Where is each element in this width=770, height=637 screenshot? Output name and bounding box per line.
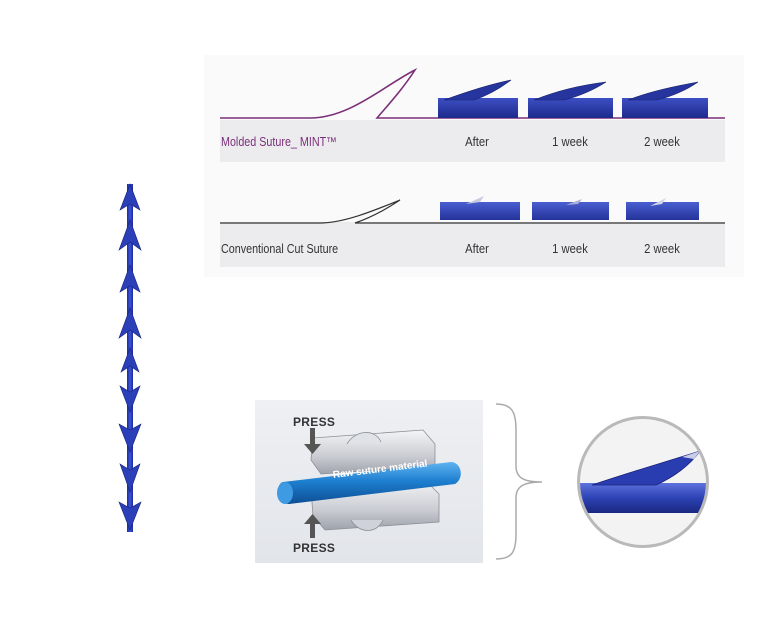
- molded-col-2-week: 2 week: [644, 135, 680, 149]
- conventional-suture-label: Conventional Cut Suture: [221, 242, 339, 256]
- press-arrow-top: [304, 428, 321, 454]
- press-label-bottom: PRESS: [293, 541, 336, 555]
- molded-col-after: After: [465, 135, 489, 149]
- molded-row-band: [220, 120, 725, 162]
- press-label-top: PRESS: [293, 415, 336, 429]
- conventional-col-2-week: 2 week: [644, 242, 680, 256]
- molded-barb-profile: [220, 67, 725, 119]
- conventional-col-1-week: 1 week: [552, 242, 588, 256]
- conventional-col-after: After: [465, 242, 489, 256]
- conventional-photo-1-week: [532, 199, 609, 220]
- molded-suture-label: Molded Suture_ MINT™: [221, 135, 337, 149]
- suture-barbs: [118, 183, 142, 531]
- magnified-barb-circle: [577, 416, 709, 548]
- barbed-suture-illustration: [118, 183, 142, 532]
- curly-brace: [495, 403, 543, 560]
- raw-suture-rod: [277, 462, 461, 504]
- molded-barb-photos: [438, 79, 708, 118]
- press-mold-illustration: [277, 428, 461, 538]
- molded-photo-1-week: [528, 81, 613, 118]
- conventional-photo-2-week: [626, 198, 699, 220]
- conventional-row-band: [220, 222, 725, 267]
- molded-photo-2-week: [622, 81, 708, 118]
- upper-mold-block: [310, 429, 436, 475]
- press-arrow-bottom: [304, 514, 321, 538]
- molded-photo-after: [438, 79, 518, 118]
- conventional-photo-after: [440, 196, 520, 220]
- conventional-barb-photos: [440, 196, 699, 220]
- conventional-barb-profile: [220, 199, 725, 224]
- molded-col-1-week: 1 week: [552, 135, 588, 149]
